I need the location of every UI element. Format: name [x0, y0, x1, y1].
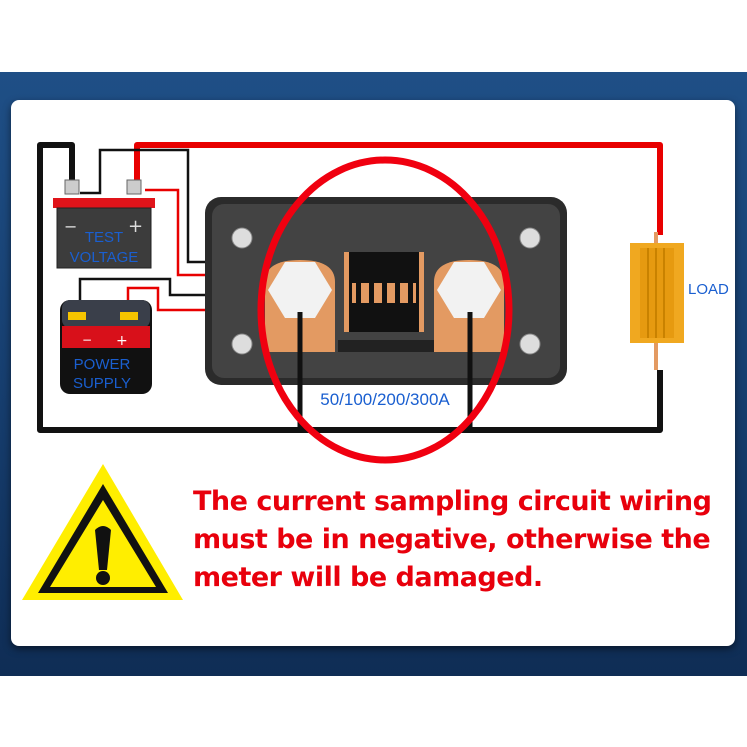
shunt-element [344, 252, 424, 332]
red-positive-wire [134, 142, 663, 235]
test-wire-black [80, 148, 207, 264]
power-supply-battery: − + POWER SUPPLY [60, 300, 152, 394]
shunt-rating-label: 50/100/200/300A [320, 390, 450, 409]
warning-message: The current sampling circuit wiring must… [193, 483, 733, 597]
svg-text:SUPPLY: SUPPLY [73, 375, 131, 392]
warning-triangle-icon [22, 464, 183, 600]
svg-text:VOLTAGE: VOLTAGE [70, 249, 139, 266]
load-label: LOAD [688, 281, 729, 298]
supply-wire-black [78, 277, 207, 312]
test-voltage-battery: − + TEST VOLTAGE [53, 179, 155, 269]
test-wire-red [145, 188, 207, 277]
load-resistor [630, 232, 684, 370]
meter-body [205, 197, 567, 385]
black-negative-wire [37, 142, 663, 433]
svg-text:−: − [64, 217, 77, 236]
warning-line: must be in negative, otherwise the [193, 524, 711, 555]
svg-text:+: + [116, 333, 128, 349]
svg-text:−: − [82, 333, 92, 347]
highlight-circle [257, 156, 513, 464]
warning-line: meter will be damaged. [193, 562, 543, 593]
warning-line: The current sampling circuit wiring [193, 486, 712, 517]
svg-text:TEST: TEST [85, 229, 123, 246]
svg-text:POWER: POWER [74, 356, 131, 373]
svg-text:+: + [128, 216, 143, 237]
supply-wire-red [126, 286, 207, 312]
